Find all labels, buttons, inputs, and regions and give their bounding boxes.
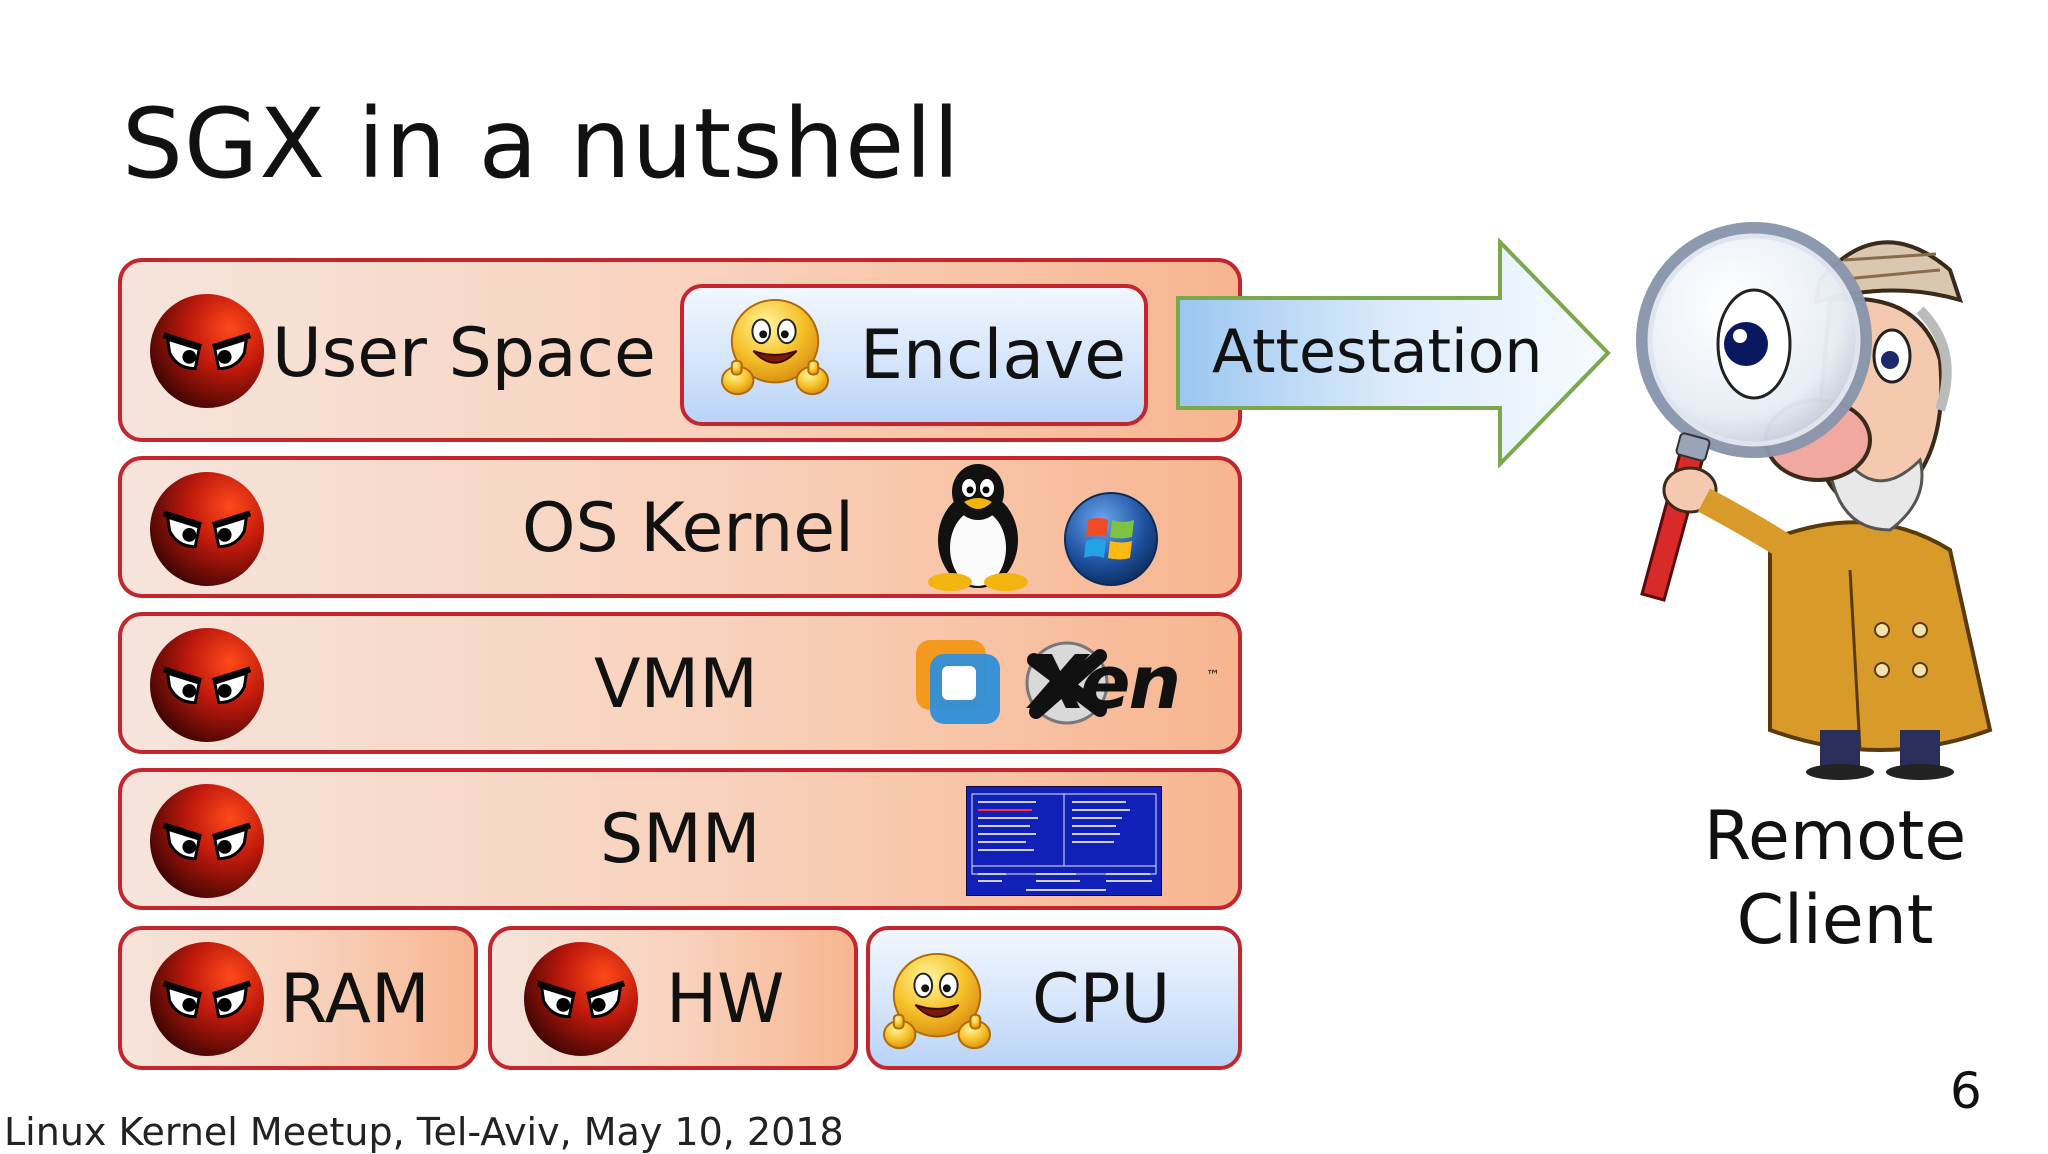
attacker-devil-icon [148,940,266,1058]
slide-title: SGX in a nutshell [122,88,961,200]
attacker-devil-icon [148,782,266,900]
os-kernel-label: OS Kernel [522,489,854,568]
thumbs-up-smiley-icon [716,296,834,404]
xen-wordmark: Xen [1030,640,1181,726]
enclave-label: Enclave [860,316,1127,395]
user-space-label: User Space [272,314,656,393]
remote-client-line1: Remote [1703,797,1967,876]
os-kernel-layer [118,456,1242,598]
xen-logo-icon [1025,641,1109,725]
cpu-label: CPU [1032,960,1171,1039]
attacker-devil-icon [522,940,640,1058]
detective-with-magnifier-icon [1636,222,1993,780]
vmm-label: VMM [594,645,758,724]
attacker-devil-icon [148,470,266,588]
vmware-logo-icon [916,640,1000,724]
windows-logo-icon [1064,492,1158,586]
bios-setup-screen-icon [966,786,1162,896]
remote-client-line2: Client [1736,881,1934,960]
smm-label: SMM [600,800,761,879]
attacker-devil-icon [148,292,266,410]
linux-tux-icon [928,464,1028,591]
attacker-devil-icon [148,626,266,744]
hw-label: HW [666,960,785,1039]
remote-client-label: Remote Client [1640,795,2030,963]
page-number: 6 [1950,1062,1982,1120]
thumbs-up-smiley-icon [878,950,996,1058]
slide-footer: Linux Kernel Meetup, Tel-Aviv, May 10, 2… [4,1110,844,1154]
attestation-arrow [1176,238,1611,468]
attestation-label: Attestation [1212,317,1543,387]
xen-trademark: ™ [1206,668,1220,684]
ram-label: RAM [280,960,430,1039]
